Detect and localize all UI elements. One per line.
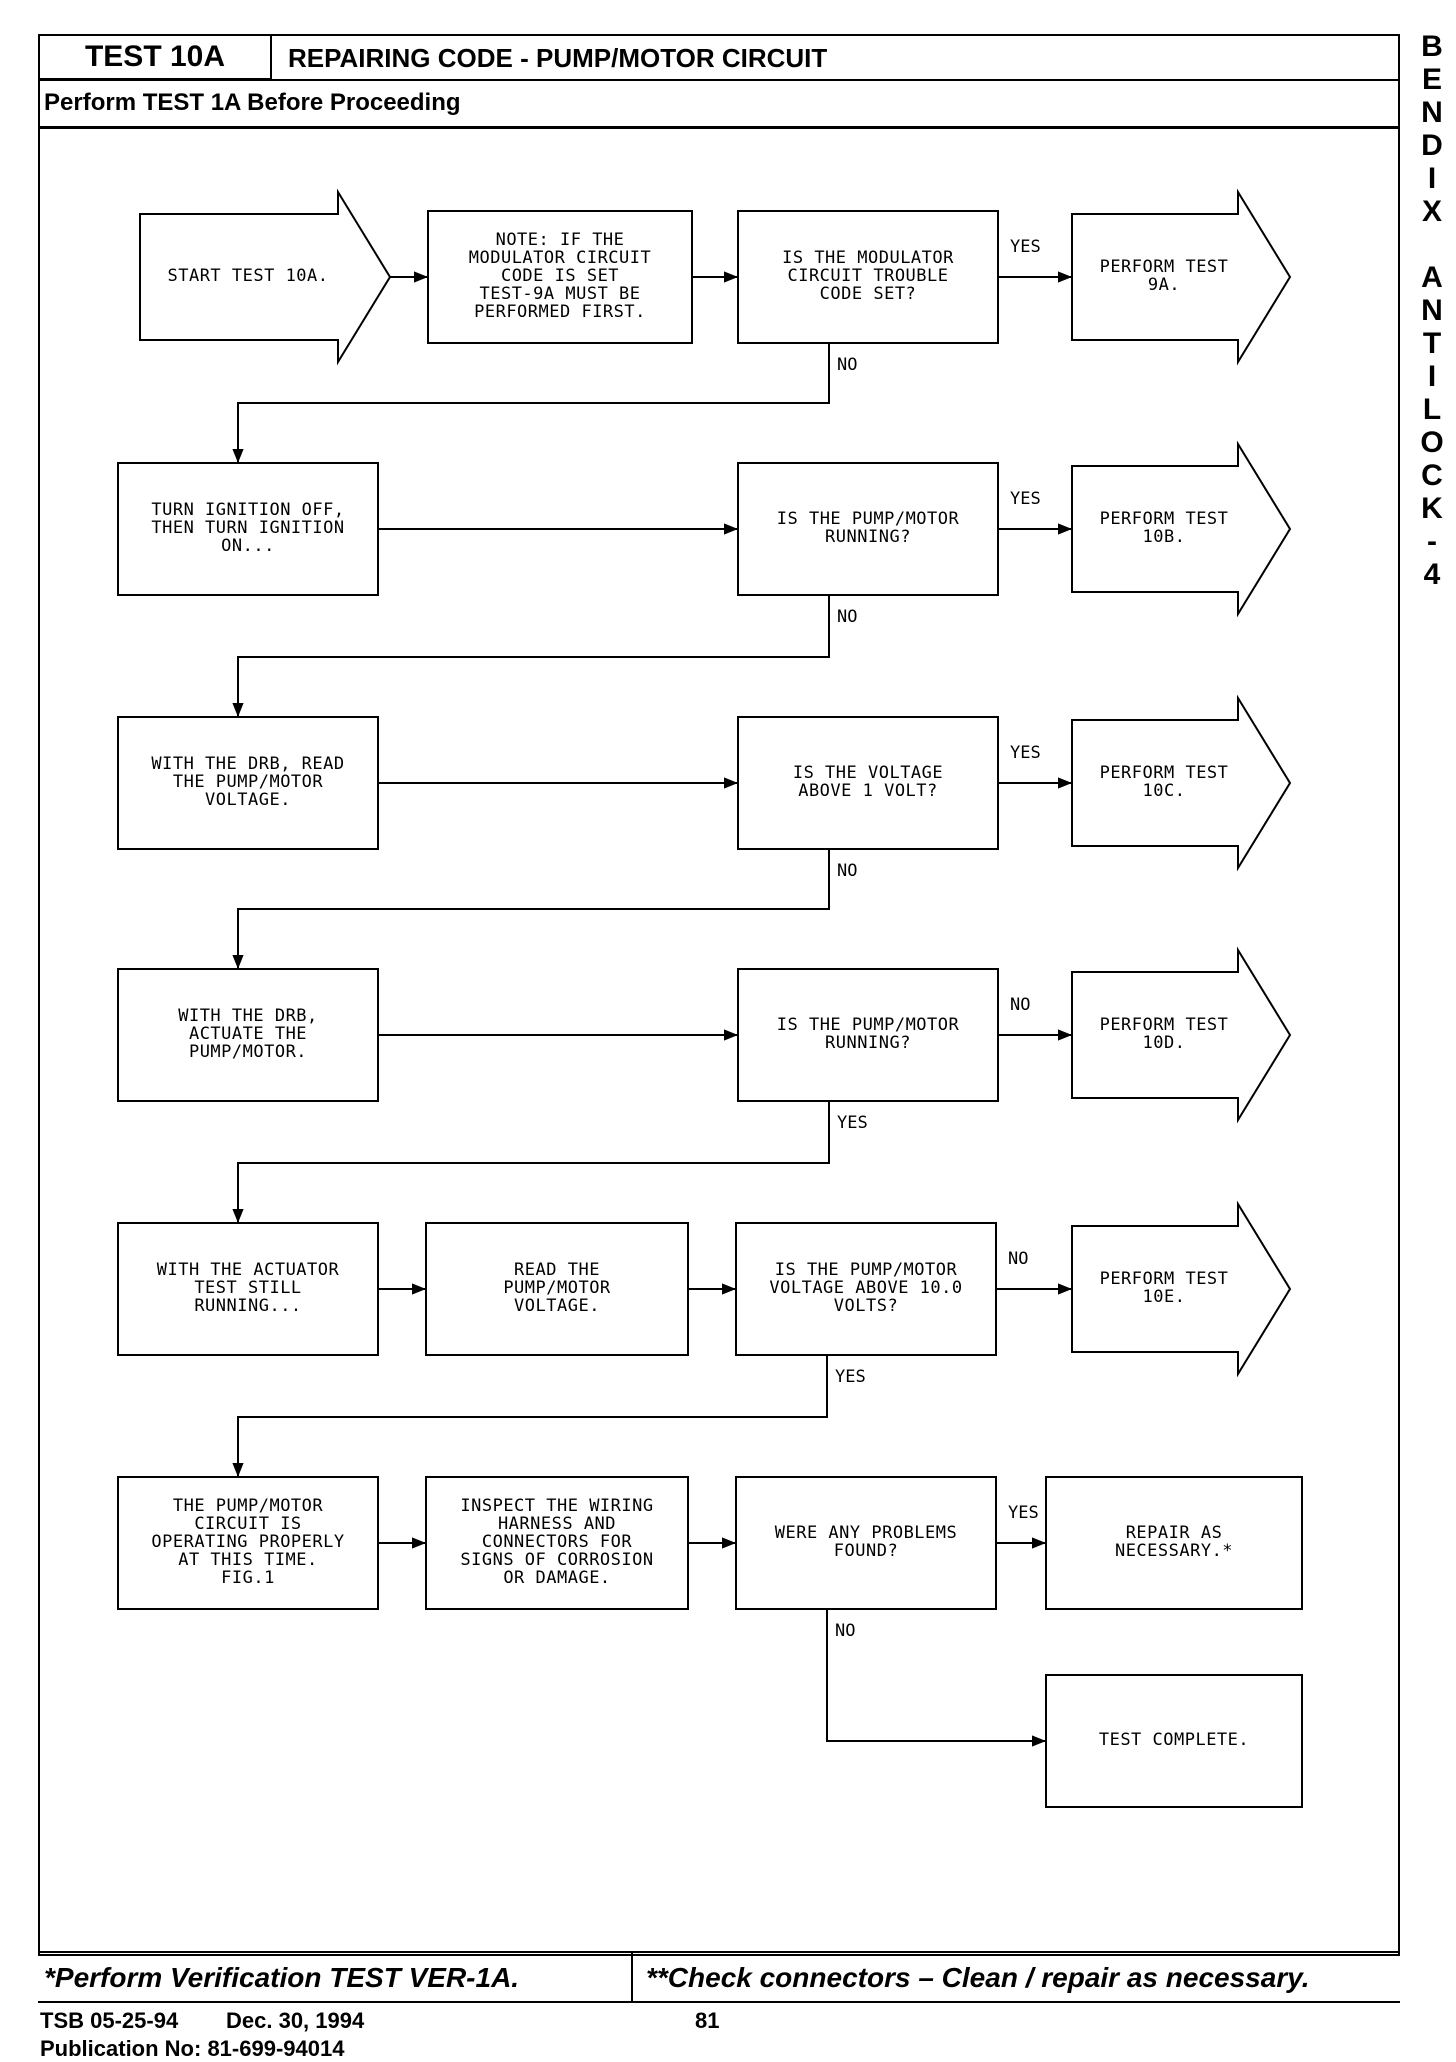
node-turn-box	[117, 462, 379, 596]
edge-label-yes: YES	[837, 1113, 868, 1133]
node-q5-text: IS THE PUMP/MOTOR VOLTAGE ABOVE 10.0 VOL…	[769, 1260, 963, 1316]
node-inspect-text: INSPECT THE WIRING HARNESS AND CONNECTOR…	[460, 1496, 654, 1588]
node-turn-text: TURN IGNITION OFF, THEN TURN IGNITION ON…	[151, 500, 345, 556]
sidebar-letter: X	[1421, 195, 1442, 228]
edge-label-yes: YES	[835, 1367, 866, 1387]
page-subtitle: Perform TEST 1A Before Proceeding	[44, 89, 461, 116]
edge-label-no: NO	[1010, 995, 1031, 1015]
sidebar-letter: -	[1427, 525, 1437, 558]
sidebar-letter: 4	[1423, 558, 1441, 591]
edge-q1-to-turn	[232, 343, 830, 463]
edge-q6-to-complete	[826, 1609, 1046, 1747]
node-start-text: START TEST 10A.	[167, 266, 329, 287]
header-bottom-rule	[38, 126, 1400, 129]
footer-note-right: **Check connectors – Clean / repair as n…	[646, 1962, 1310, 1993]
node-q1-text: IS THE MODULATOR CIRCUIT TROUBLE CODE SE…	[782, 248, 954, 304]
node-p9a-arrow-shape	[1071, 188, 1292, 366]
edge-label-no: NO	[837, 861, 858, 881]
edge-label-yes: YES	[1008, 1503, 1039, 1523]
sidebar-letter: B	[1421, 30, 1443, 63]
edge-q4-to-still	[232, 1101, 830, 1223]
node-ok-box	[117, 1476, 379, 1610]
edge-label-no: NO	[837, 355, 858, 375]
footer-separator	[631, 1951, 633, 2001]
sidebar-letter: L	[1422, 393, 1442, 426]
node-p10c-text: PERFORM TEST 10C.	[1099, 763, 1229, 801]
node-inspect-box	[425, 1476, 689, 1610]
sidebar-letter: N	[1421, 294, 1443, 327]
sidebar-letter: D	[1421, 129, 1443, 162]
tsb-number: TSB 05-25-94	[40, 2008, 179, 2033]
node-q3-text: IS THE VOLTAGE ABOVE 1 VOLT?	[792, 763, 944, 801]
edge-q2-to-read1	[232, 595, 830, 717]
sidebar-letter: C	[1421, 459, 1443, 492]
frame-bottom-rule	[38, 2001, 1400, 2003]
page-number: 81	[695, 2008, 720, 2033]
edge-q5-to-ok	[232, 1355, 828, 1477]
node-q6-box	[735, 1476, 997, 1610]
edge-label-yes: YES	[1010, 237, 1041, 257]
node-p10b-text: PERFORM TEST 10B.	[1099, 509, 1229, 547]
node-q6-text: WERE ANY PROBLEMS FOUND?	[774, 1523, 958, 1561]
node-repair-text: REPAIR AS NECESSARY.*	[1114, 1523, 1234, 1561]
node-q4-box	[737, 968, 999, 1102]
edge-label-no: NO	[837, 607, 858, 627]
sidebar-letter: I	[1427, 162, 1437, 195]
node-p10d-text: PERFORM TEST 10D.	[1099, 1015, 1229, 1053]
node-p10e-arrow-shape	[1071, 1200, 1292, 1378]
node-q2-text: IS THE PUMP/MOTOR RUNNING?	[776, 509, 960, 547]
node-p10d-arrow-shape	[1071, 946, 1292, 1124]
edge-label-yes: YES	[1010, 489, 1041, 509]
node-read2-text: READ THE PUMP/MOTOR VOLTAGE.	[503, 1260, 611, 1316]
page-frame	[38, 34, 1400, 1956]
node-still-box	[117, 1222, 379, 1356]
node-complete-text: TEST COMPLETE.	[1098, 1730, 1250, 1751]
sidebar-letter: K	[1421, 492, 1443, 525]
node-note-text: NOTE: IF THE MODULATOR CIRCUIT CODE IS S…	[468, 230, 652, 322]
sidebar-letter: A	[1421, 261, 1443, 294]
node-p10e-text: PERFORM TEST 10E.	[1099, 1269, 1229, 1307]
sidebar-letter	[1412, 228, 1452, 261]
node-p10c-arrow-shape	[1071, 694, 1292, 872]
node-still-text: WITH THE ACTUATOR TEST STILL RUNNING...	[156, 1260, 340, 1316]
node-ok-text: THE PUMP/MOTOR CIRCUIT IS OPERATING PROP…	[151, 1496, 345, 1588]
footer-note-left: *Perform Verification TEST VER-1A.	[44, 1962, 520, 1993]
node-complete-box	[1045, 1674, 1303, 1808]
publication-date: Dec. 30, 1994	[226, 2008, 365, 2033]
node-q2-box	[737, 462, 999, 596]
node-read1-text: WITH THE DRB, READ THE PUMP/MOTOR VOLTAG…	[151, 754, 345, 810]
node-q1-box	[737, 210, 999, 344]
edge-q3-to-act	[232, 849, 830, 969]
node-q5-box	[735, 1222, 997, 1356]
sidebar-letter: T	[1422, 327, 1442, 360]
node-p10b-arrow-shape	[1071, 440, 1292, 618]
sidebar-letter: I	[1427, 360, 1437, 393]
sidebar-letter: N	[1421, 96, 1443, 129]
node-read1-box	[117, 716, 379, 850]
node-p9a-text: PERFORM TEST 9A.	[1099, 257, 1229, 295]
footer-divider	[38, 1951, 1400, 1953]
node-repair-box	[1045, 1476, 1303, 1610]
node-note-box	[427, 210, 693, 344]
sidebar-letter: O	[1420, 426, 1444, 459]
node-q4-text: IS THE PUMP/MOTOR RUNNING?	[776, 1015, 960, 1053]
edge-label-no: NO	[1008, 1249, 1029, 1269]
edge-label-no: NO	[835, 1621, 856, 1641]
edge-label-yes: YES	[1010, 743, 1041, 763]
sidebar-letter: E	[1421, 63, 1442, 96]
node-act-box	[117, 968, 379, 1102]
node-read2-box	[425, 1222, 689, 1356]
header-divider	[38, 79, 1400, 81]
node-start-arrow-shape	[139, 188, 392, 366]
page-title: REPAIRING CODE - PUMP/MOTOR CIRCUIT	[288, 42, 828, 73]
publication-number: Publication No: 81-699-94014	[40, 2036, 345, 2061]
node-q3-box	[737, 716, 999, 850]
node-act-text: WITH THE DRB, ACTUATE THE PUMP/MOTOR.	[178, 1006, 318, 1062]
